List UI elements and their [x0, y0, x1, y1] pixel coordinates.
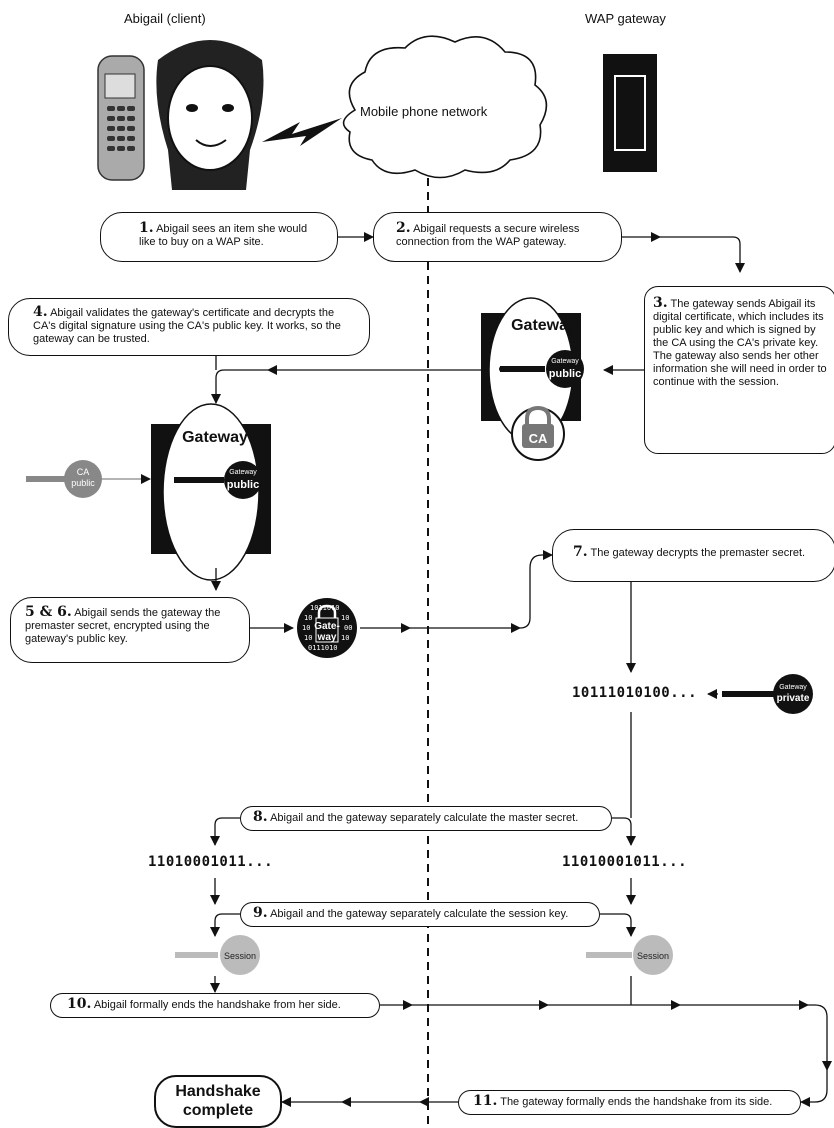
step-5-6: 5 & 6. Abigail sends the gateway the pre…: [10, 597, 250, 663]
ca-key-line1: CA: [77, 467, 90, 477]
step-8: 8. Abigail and the gateway separately ca…: [240, 806, 612, 831]
step-1: 1. Abigail sees an item she would like t…: [100, 212, 338, 262]
step-5-6-number: 5 & 6.: [25, 604, 72, 620]
handshake-complete-line1: Handshake: [175, 1083, 261, 1100]
svg-text:10: 10: [341, 614, 349, 622]
handshake-complete-line2: complete: [182, 1102, 254, 1119]
network-cloud: [342, 35, 548, 179]
session-key-right-icon: Session: [586, 935, 673, 975]
step-8-number: 8.: [253, 809, 268, 825]
ca-seal-right: CA: [511, 405, 565, 461]
ca-seal-label-right: CA: [529, 431, 548, 446]
gateway-device-icon: [603, 54, 657, 172]
svg-text:10: 10: [304, 634, 312, 642]
arrow-to-cert-left: [211, 369, 268, 404]
step-3-number: 3.: [653, 295, 668, 311]
step-3: 3. The gateway sends Abigail its digital…: [644, 286, 834, 454]
step-10-number: 10.: [67, 996, 92, 1012]
step-7-text: The gateway decrypts the premaster secre…: [590, 547, 806, 559]
svg-text:0111010: 0111010: [308, 644, 338, 652]
arrow-to-s7: [519, 550, 553, 629]
ca-public-key-icon: CA public: [26, 460, 102, 498]
cert-key-label-left: public: [227, 479, 259, 491]
cloud-label: Mobile phone network: [360, 104, 488, 119]
step-11-number: 11.: [473, 1093, 498, 1109]
step-2: 2. Abigail requests a secure wireless co…: [373, 212, 622, 262]
step-1-number: 1.: [139, 220, 154, 236]
arrow-to-s11: [800, 1070, 828, 1107]
step-3-text: The gateway sends Abigail its digital ce…: [653, 298, 827, 388]
step-2-text: Abigail requests a secure wireless conne…: [396, 223, 580, 248]
arrow-to-s3: [660, 236, 745, 273]
arrow-master-right: [612, 817, 636, 846]
phone-icon: [97, 55, 145, 181]
master-secret-binary-right: 11010001011...: [562, 854, 688, 870]
svg-text:00: 00: [344, 624, 352, 632]
step-7-number: 7.: [573, 544, 588, 560]
private-key-line2: private: [777, 693, 810, 704]
step-9-number: 9.: [253, 905, 268, 921]
session-key-left-icon: Session: [175, 935, 260, 975]
step-4: 4. Abigail validates the gateway's certi…: [8, 298, 370, 356]
step-11-text: The gateway formally ends the handshake …: [500, 1096, 773, 1108]
ca-key-line2: public: [71, 478, 95, 488]
gateway-certificate-left: Gateway Gateway public: [151, 403, 271, 581]
gateway-certificate-right: Gateway Gateway public CA: [481, 297, 584, 461]
arrow-right-turn-down: [808, 1004, 832, 1071]
svg-text:10: 10: [341, 634, 349, 642]
step-4-text: Abigail validates the gateway's certific…: [33, 307, 341, 345]
step-8-text: Abigail and the gateway separately calcu…: [270, 812, 579, 824]
client-header: Abigail (client): [124, 11, 206, 26]
step-11: 11. The gateway formally ends the handsh…: [458, 1090, 801, 1115]
step-9-text: Abigail and the gateway separately calcu…: [270, 908, 569, 920]
step-10: 10. Abigail formally ends the handshake …: [50, 993, 380, 1018]
step-2-number: 2.: [396, 220, 411, 236]
step-10-text: Abigail formally ends the handshake from…: [93, 999, 341, 1011]
token-line1: Gate-: [314, 621, 340, 632]
gateway-public-key-right: Gateway public: [499, 350, 584, 388]
svg-text:10: 10: [304, 614, 312, 622]
svg-text:10: 10: [302, 624, 310, 632]
gateway-private-key-icon: Gateway private: [722, 674, 813, 714]
cert-title-left: Gateway: [182, 429, 248, 446]
step-4-number: 4.: [33, 304, 48, 320]
arrow-master-left: [210, 817, 240, 846]
step-7: 7. The gateway decrypts the premaster se…: [552, 529, 834, 582]
session-key-right-label: Session: [637, 951, 669, 961]
token-line2: way: [317, 632, 337, 643]
premaster-secret-binary: 10111010100...: [572, 685, 698, 701]
step-5-6-text: Abigail sends the gateway the premaster …: [25, 607, 221, 645]
session-key-left-label: Session: [224, 951, 256, 961]
step-1-text: Abigail sees an item she would like to b…: [139, 223, 308, 248]
cert-key-small-right: Gateway: [551, 358, 579, 365]
wireless-signal-icon: [262, 118, 342, 146]
step-9: 9. Abigail and the gateway separately ca…: [240, 902, 600, 927]
cert-title-right: Gateway: [511, 317, 577, 334]
private-key-line1: Gateway: [779, 684, 807, 691]
arrow-session-left: [210, 913, 240, 937]
cert-key-small-left: Gateway: [229, 469, 257, 476]
gateway-public-key-left: Gateway public: [174, 461, 262, 499]
svg-text:1011010: 1011010: [310, 604, 340, 612]
gateway-header: WAP gateway: [585, 11, 666, 26]
handshake-complete: Handshake complete: [154, 1075, 282, 1128]
cert-key-label-right: public: [549, 368, 581, 380]
arrow-session-right: [600, 913, 636, 937]
master-secret-binary-left: 11010001011...: [148, 854, 274, 870]
client-face-icon: [156, 40, 264, 190]
